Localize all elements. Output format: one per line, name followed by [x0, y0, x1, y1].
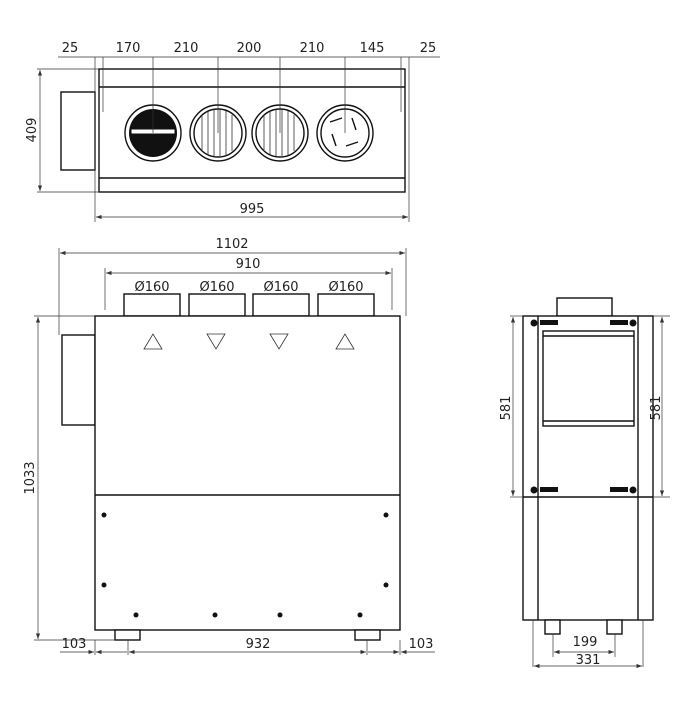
foot-left-label: 103 [62, 637, 87, 652]
side-view: 581 581 199 331 [499, 297, 670, 669]
side-height-right-label: 581 [649, 396, 664, 421]
top-width-label: 995 [240, 202, 265, 217]
dim-label: 200 [237, 41, 262, 56]
side-foot-span-label: 199 [573, 635, 598, 650]
arrow-down-icon [206, 333, 226, 350]
top-side-box [60, 91, 96, 171]
side-window [542, 330, 635, 427]
duct-label: Ø160 [328, 280, 363, 295]
front-body [94, 315, 401, 631]
front-height-label: 1033 [23, 461, 38, 494]
front-side-box [61, 334, 96, 426]
side-width-label: 331 [576, 653, 601, 668]
dim-label: 210 [300, 41, 325, 56]
foot-span-label: 932 [246, 637, 271, 652]
foot-right-label: 103 [409, 637, 434, 652]
front-view: Ø160 Ø160 Ø160 Ø160 1102 910 1033 103 93… [23, 237, 435, 655]
duct-span-label: 910 [236, 257, 261, 272]
front-width-label: 1102 [215, 237, 248, 252]
dim-label: 210 [174, 41, 199, 56]
arrow-up-icon [143, 333, 163, 350]
arrow-down-icon [269, 333, 289, 350]
duct-label: Ø160 [199, 280, 234, 295]
dim-label: 145 [360, 41, 385, 56]
side-height-left-label: 581 [499, 396, 514, 421]
dim-label: 25 [420, 41, 437, 56]
dim-label: 25 [62, 41, 79, 56]
arrow-up-icon [335, 333, 355, 350]
duct-label: Ø160 [263, 280, 298, 295]
top-view: 409 995 25 170 210 200 210 145 25 [25, 41, 440, 222]
top-height-label: 409 [25, 118, 40, 143]
duct-label: Ø160 [134, 280, 169, 295]
dim-label: 170 [116, 41, 141, 56]
